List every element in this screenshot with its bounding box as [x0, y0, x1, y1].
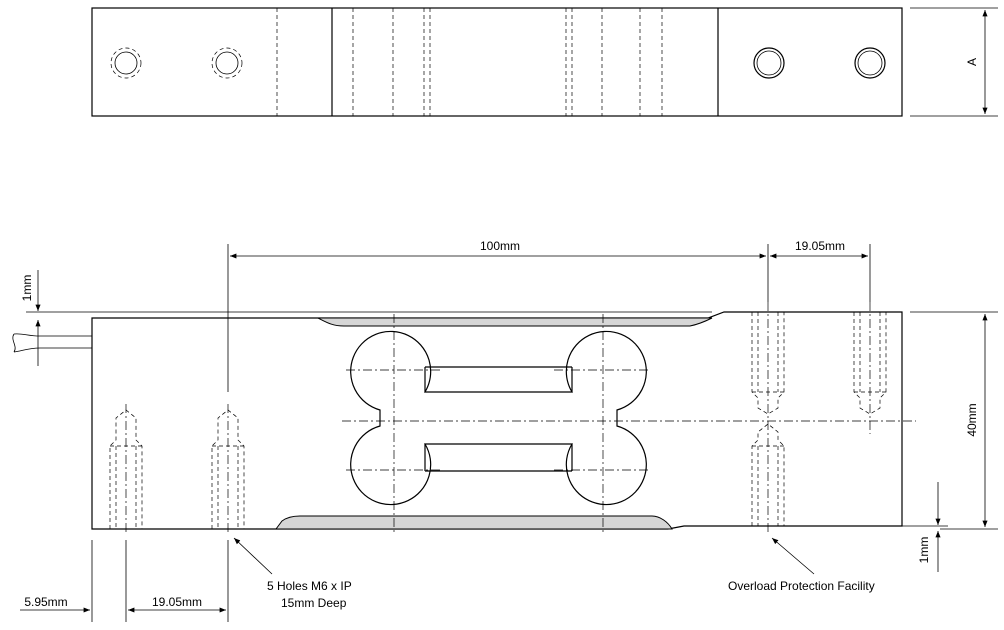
top-view: A	[91, 7, 998, 117]
dimension-5-95mm: 5.95mm	[20, 540, 93, 622]
dimension-bottom-19mm: 19.05mm	[125, 540, 229, 622]
overload-note: Overload Protection Facility	[728, 537, 875, 593]
dimension-40mm-label: 40mm	[965, 403, 979, 436]
centre-lines	[125, 302, 916, 534]
dimension-top-19mm-label: 19.05mm	[795, 239, 845, 253]
lower-relief-strip	[275, 515, 673, 530]
width-dimension-label: A	[965, 58, 979, 66]
side-view: 100mm 19.05mm 1mm 40mm 1mm	[12, 239, 998, 622]
dimension-top-1mm-label: 1mm	[20, 275, 34, 302]
threaded-hole-3	[751, 312, 785, 415]
width-dimension: A	[910, 7, 998, 117]
holes-note-line2: 15mm Deep	[281, 596, 347, 610]
top-view-hole-1	[110, 47, 142, 79]
threaded-hole-4	[853, 312, 887, 415]
dimension-top-1mm: 1mm	[20, 270, 712, 366]
binocular-cutout	[350, 330, 647, 506]
holes-note: 5 Holes M6 x IP 15mm Deep	[233, 537, 352, 610]
top-view-hole-3	[753, 47, 785, 79]
dimension-top-19mm: 19.05mm	[770, 239, 871, 302]
dimension-bottom-1mm-label: 1mm	[917, 537, 931, 564]
dimension-40mm: 40mm	[910, 311, 998, 530]
top-view-outline	[91, 7, 903, 117]
dimension-bottom-1mm: 1mm	[902, 482, 948, 572]
overload-note-label: Overload Protection Facility	[728, 579, 875, 593]
threaded-hole-2	[211, 409, 245, 529]
dimension-5-95mm-label: 5.95mm	[24, 595, 67, 609]
holes-note-line1: 5 Holes M6 x IP	[267, 579, 352, 593]
dimension-100mm-label: 100mm	[480, 239, 520, 253]
upper-relief-strip	[317, 317, 713, 327]
cable	[12, 320, 93, 364]
top-view-hole-2	[211, 47, 243, 79]
dimension-100mm: 100mm	[227, 239, 769, 392]
threaded-hole-1	[109, 409, 143, 529]
dimension-bottom-19mm-label: 19.05mm	[152, 595, 202, 609]
overload-protection-hole	[751, 423, 785, 526]
top-view-hidden-lines	[276, 8, 663, 116]
side-view-outline	[91, 311, 903, 530]
top-view-hole-4	[854, 47, 886, 79]
